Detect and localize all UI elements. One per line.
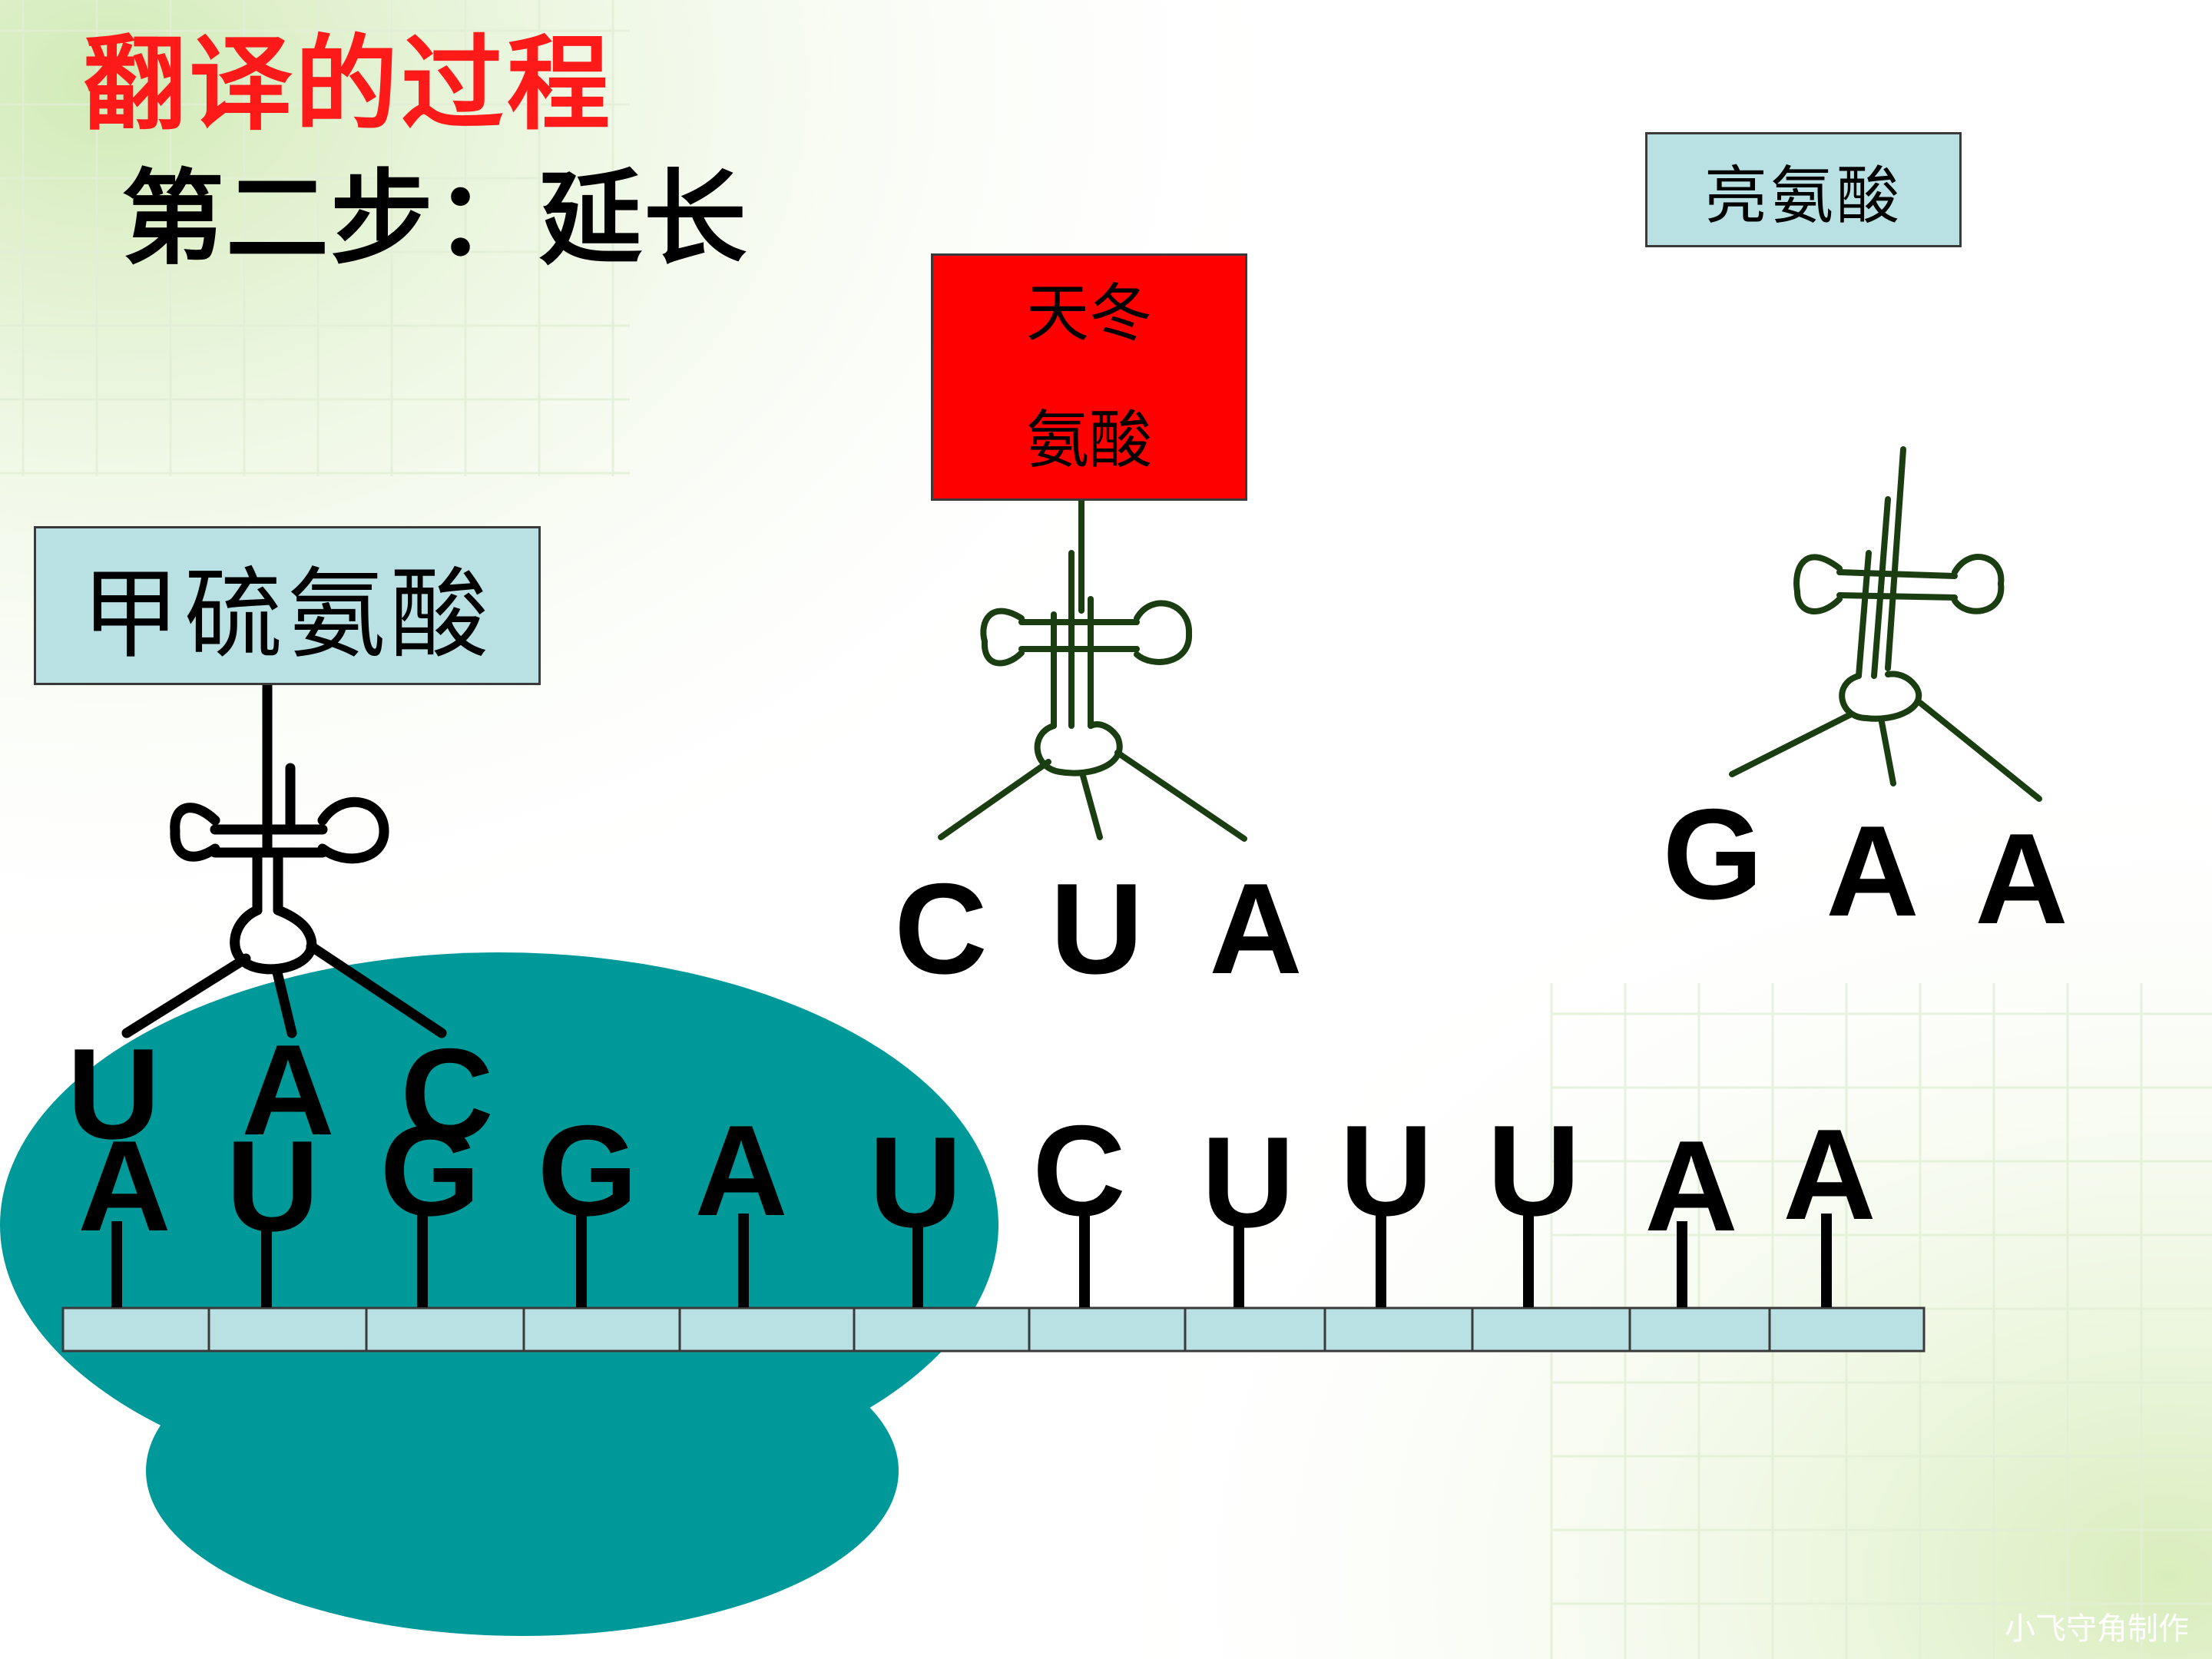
mrna-cell (365, 1306, 525, 1353)
trna-met-anticodon-2: A (241, 1018, 335, 1162)
trna-asp-anticodon-1: C (894, 856, 988, 1001)
mrna-base-12: A (1783, 1102, 1876, 1247)
mrna-cell (1471, 1306, 1631, 1353)
mrna-base-stems (111, 1214, 1832, 1307)
mrna-base-7: C (1032, 1098, 1126, 1243)
mrna-strip (61, 1306, 1926, 1353)
trna-met-anticodon-1: U (67, 1022, 161, 1166)
mrna-base-11: A (1644, 1114, 1738, 1258)
trna-leu-anticodon-1: G (1662, 782, 1763, 926)
mrna-base-5: A (694, 1098, 788, 1243)
mrna-cell (1768, 1306, 1926, 1353)
amino-acid-asp-box: 天冬 氨酸 (931, 253, 1247, 501)
mrna-base-6: U (869, 1110, 962, 1254)
mrna-base-2: U (226, 1114, 320, 1258)
amino-acid-met-box: 甲硫氨酸 (34, 526, 541, 685)
mrna-cell (853, 1306, 1031, 1353)
slide-title: 翻译的过程 (83, 25, 614, 144)
trna-leu-anticodon-2: A (1826, 799, 1919, 943)
trna-leu-anticodon-3: A (1975, 806, 2068, 951)
trna-asp-anticodon-3: A (1209, 856, 1303, 1001)
trna-met-anticodon-3: C (400, 1022, 494, 1166)
mrna-cell (1628, 1306, 1771, 1353)
amino-acid-leu-label: 亮氨酸 (1704, 159, 1902, 233)
trna-asp-anticodon-2: U (1050, 856, 1144, 1001)
mrna-cell (207, 1306, 368, 1353)
mrna-cell (1028, 1306, 1187, 1353)
amino-acid-leu-box: 亮氨酸 (1645, 132, 1962, 247)
mrna-base-3: G (379, 1098, 481, 1243)
mrna-base-4: G (537, 1098, 638, 1243)
mrna-cell (522, 1306, 681, 1353)
mrna-cell (1323, 1306, 1474, 1353)
amino-acid-asp-label-line1: 天冬 (1025, 277, 1152, 350)
mrna-base-9: U (1339, 1098, 1433, 1243)
ribosome-large-subunit (0, 952, 998, 1498)
mrna-base-1: A (78, 1114, 171, 1258)
amino-acid-asp-label-line2: 氨酸 (1025, 404, 1152, 477)
slide-subtitle: 第二步：延长 (121, 159, 749, 279)
amino-acid-met-label: 甲硫氨酸 (81, 558, 493, 672)
mrna-base-8: U (1201, 1110, 1295, 1254)
watermark: 小飞守角制作 (2005, 1611, 2189, 1647)
mrna-base-10: U (1487, 1098, 1581, 1243)
